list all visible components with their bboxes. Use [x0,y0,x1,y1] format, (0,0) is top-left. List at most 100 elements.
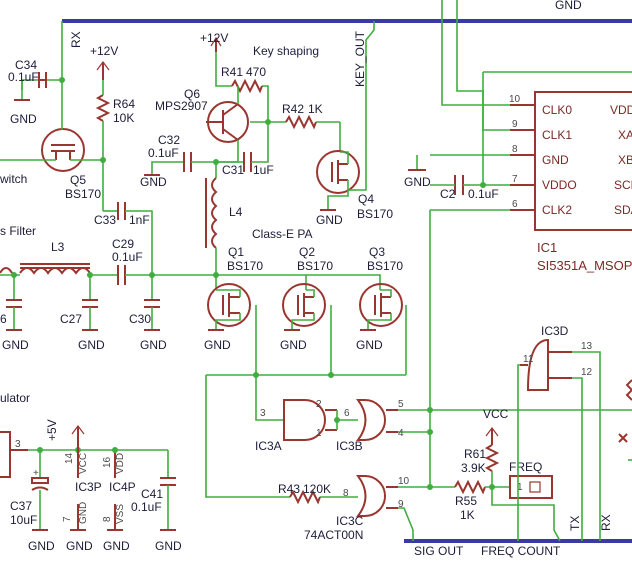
r41-ref: R41 [221,65,243,79]
q3-value: BS170 [367,259,403,273]
ic1-clk1: CLK1 [542,128,572,142]
gnd-top-label: GND [555,0,582,12]
l3-inductor: L3 [0,240,118,278]
l4-inductor: L4 [205,162,243,275]
c-left-capacitor: 6 GND [0,275,29,352]
rx-label: RX [69,31,83,48]
ic3b-pin6: 6 [344,408,350,419]
ic3c-value: 74ACT00N [304,528,363,542]
ic1-pin9: 9 [512,119,518,130]
c31-value: 1uF [253,163,274,177]
c37-gnd: GND [28,539,55,553]
vcc5-rail: +5V [45,419,85,450]
c37-value: 10uF [10,513,37,527]
ic3d-pin12: 12 [581,367,593,378]
c2-ref: C2 [440,187,456,201]
c27-ref: C27 [60,312,82,326]
q1-value: BS170 [227,259,263,273]
ic3a-pin1: 1 [316,428,322,439]
c27-gnd: GND [78,338,105,352]
q3-mosfet: Q3 BS170 GND [306,245,407,375]
ic1-xb: XB [618,153,632,167]
ic4p-power: 16 VDD 8 VSS IC4P GND [102,447,136,553]
ic1-pin10: 10 [509,94,521,105]
q4-mosfet: GND Q4 BS170 [316,150,393,227]
c2-capacitor: GND C2 0.1uF [404,155,499,201]
c-left-ref: 6 [0,312,7,326]
ic1-clk0: CLK0 [542,103,572,117]
c41-gnd: GND [155,539,182,553]
r55-value: 1K [460,508,475,522]
regulator-label: ulator [0,391,30,405]
ic1-vdd: VDD [610,103,632,117]
c31-ref: C31 [222,163,244,177]
ic3p-pin14: 14 [64,452,75,464]
ic3b-ref: IC3B [336,439,363,453]
ic3p-gnd-pin: GND [78,502,89,524]
ic3p-ref: IC3P [75,480,102,494]
c34-capacitor: C34 0.1uF GND [8,58,65,126]
c29-value: 0.1uF [112,250,143,264]
l4-ref: L4 [229,205,243,219]
q5-ref: Q5 [70,173,86,187]
r61-value: 3.9K [461,461,486,475]
c34-value: 0.1uF [8,70,39,84]
ic3c-pin10: 10 [398,476,410,487]
key-shaping-label: Key shaping [253,44,319,58]
ic4p-pin16: 16 [102,456,113,468]
r55-ref: R55 [455,494,477,508]
ic1-xa: XA [618,128,632,142]
q6-ref: Q6 [184,87,200,101]
ic1-vddo: VDDO [542,178,577,192]
ic4p-gnd: GND [103,539,130,553]
c41-ref: C41 [141,487,163,501]
ic1-ref: IC1 [537,240,557,255]
c30-capacitor: C30 GND [129,275,167,352]
ic1-clk2: CLK2 [542,203,572,217]
ic3d-ref: IC3D [541,324,569,338]
ic3a-pin2: 2 [316,399,322,410]
ic1-pin6: 6 [512,199,518,210]
c2-gnd: GND [404,175,431,189]
ic1-pin7: 7 [512,174,518,185]
freq-pin: 1 [517,482,523,493]
ic4p-vss: VSS [115,504,126,524]
vcc12-q6: +12V [200,31,269,122]
class-e-label: Class-E PA [252,227,312,241]
ic3p-gnd: GND [66,539,93,553]
freq-count-label: FREQ COUNT [481,544,561,558]
vcc12-q6-label: +12V [200,31,228,45]
ic3c-ref: IC3C [336,514,364,528]
vcc-label: VCC [483,407,509,421]
q1-mosfet: Q1 BS170 GND [204,245,263,375]
q4-ref: Q4 [358,192,374,206]
ic3p-power: 14 VCC 7 GND IC3P GND [62,450,102,553]
q4-value: BS170 [357,207,393,221]
ic1-value: SI5351A_MSOP [537,258,632,273]
q1-gnd: GND [204,338,231,352]
r41-resistor: R41 470 [221,65,266,94]
r41-value: 470 [246,65,266,79]
ic1-scl: SCL [614,178,632,192]
filter-label: s Filter [0,224,36,238]
q2-mosfet: Q2 BS170 GND [280,245,333,375]
q1-ref: Q1 [228,245,244,259]
c34-ref: C34 [15,58,37,72]
ic3d-pin11: 11 [523,354,534,365]
r43-ref: R43 [278,482,300,496]
c41-value: 0.1uF [131,500,162,514]
vcc5-label: +5V [45,419,59,441]
q2-value: BS170 [297,259,333,273]
q3-ref: Q3 [369,245,385,259]
ic3p-vcc: VCC [78,453,89,474]
q5-value: BS170 [65,187,101,201]
switch-label: witch [0,172,27,186]
freq-ref: FREQ [509,460,542,474]
c32-gnd: GND [140,175,167,189]
c29-capacitor: C29 0.1uF [112,237,306,285]
c41-capacitor: C41 0.1uF GND [131,450,182,553]
ic3c-pin9: 9 [398,499,404,510]
q5-mosfet: witch Q5 BS170 [0,90,106,201]
reg-pin3: 3 [15,439,21,450]
